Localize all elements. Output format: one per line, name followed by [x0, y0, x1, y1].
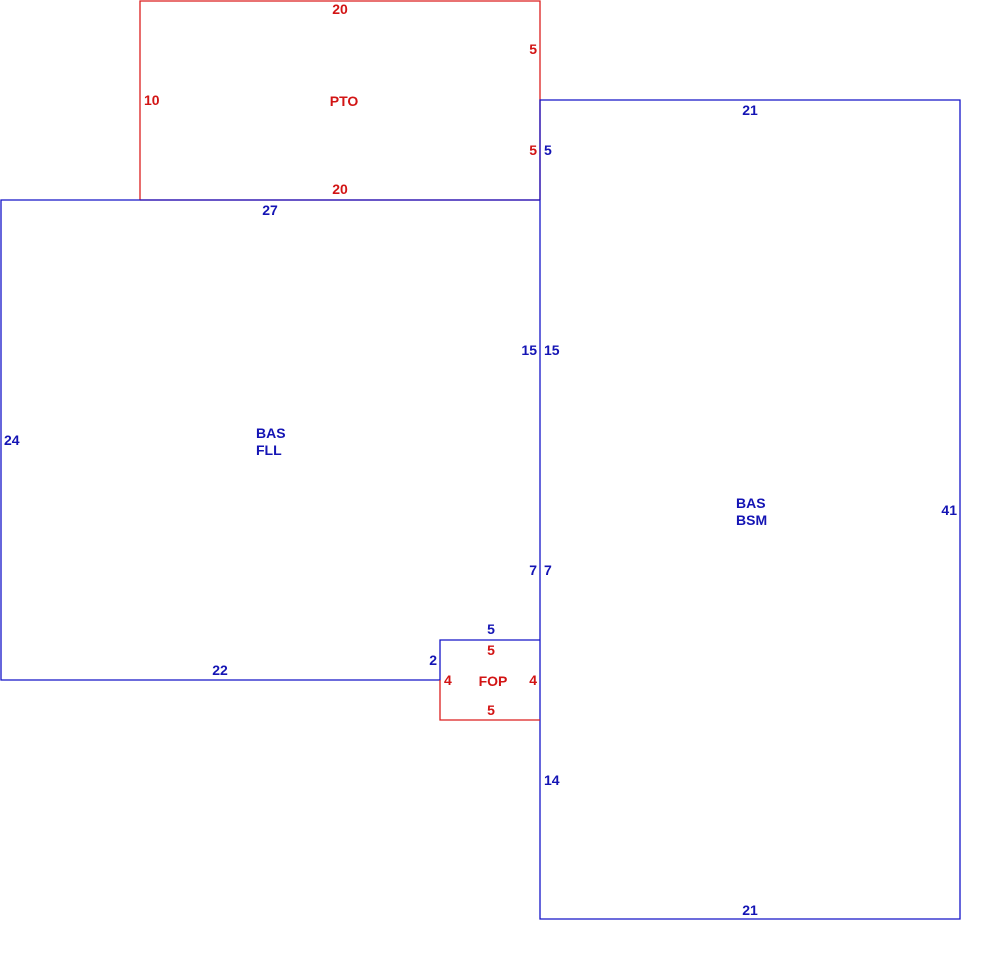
bas-fll-left-dimension: 24 — [4, 432, 20, 448]
fop-top-dimension: 5 — [487, 642, 495, 658]
pto-left-dimension: 10 — [144, 92, 160, 108]
bas-bsm-left-bottom-dimension: 14 — [544, 772, 560, 788]
bas-fll-bottom-dimension: 22 — [212, 662, 228, 678]
bas-fll-notch-top-dimension: 5 — [487, 621, 495, 637]
bas-fll-outline — [0, 199, 540, 681]
pto-area-code: PTO — [330, 93, 359, 109]
fop-left-dimension: 4 — [444, 672, 452, 688]
fop-outline — [439, 680, 540, 721]
pto-bottom-dimension: 20 — [332, 181, 348, 197]
fop-right-dimension: 4 — [529, 672, 537, 688]
bas-fll-area-code-2: FLL — [256, 442, 282, 458]
bas-bsm-right-dimension: 41 — [941, 502, 957, 518]
bas-bsm-area-code-1: BAS — [736, 495, 766, 511]
bas-bsm-left-upper-dimension: 5 — [544, 142, 552, 158]
bas-fll-right-lower-dimension: 7 — [529, 562, 537, 578]
bas-bsm-left-lower-dimension: 7 — [544, 562, 552, 578]
pto-right-lower-dimension: 5 — [529, 142, 537, 158]
bas-fll-area-code-1: BAS — [256, 425, 286, 441]
pto-right-upper-dimension: 5 — [529, 41, 537, 57]
bas-bsm-bottom-dimension: 21 — [742, 902, 758, 918]
bas-fll-notch-left-dimension: 2 — [429, 652, 437, 668]
bas-bsm-top-dimension: 21 — [742, 102, 758, 118]
fop-area-code: FOP — [479, 673, 508, 689]
bas-bsm-area-code-2: BSM — [736, 512, 767, 528]
bas-bsm-left-mid-dimension: 15 — [544, 342, 560, 358]
pto-top-dimension: 20 — [332, 1, 348, 17]
bas-bsm-outline — [539, 99, 961, 920]
fop-bottom-dimension: 5 — [487, 702, 495, 718]
bas-fll-right-upper-dimension: 15 — [521, 342, 537, 358]
bas-fll-top-dimension: 27 — [262, 202, 278, 218]
